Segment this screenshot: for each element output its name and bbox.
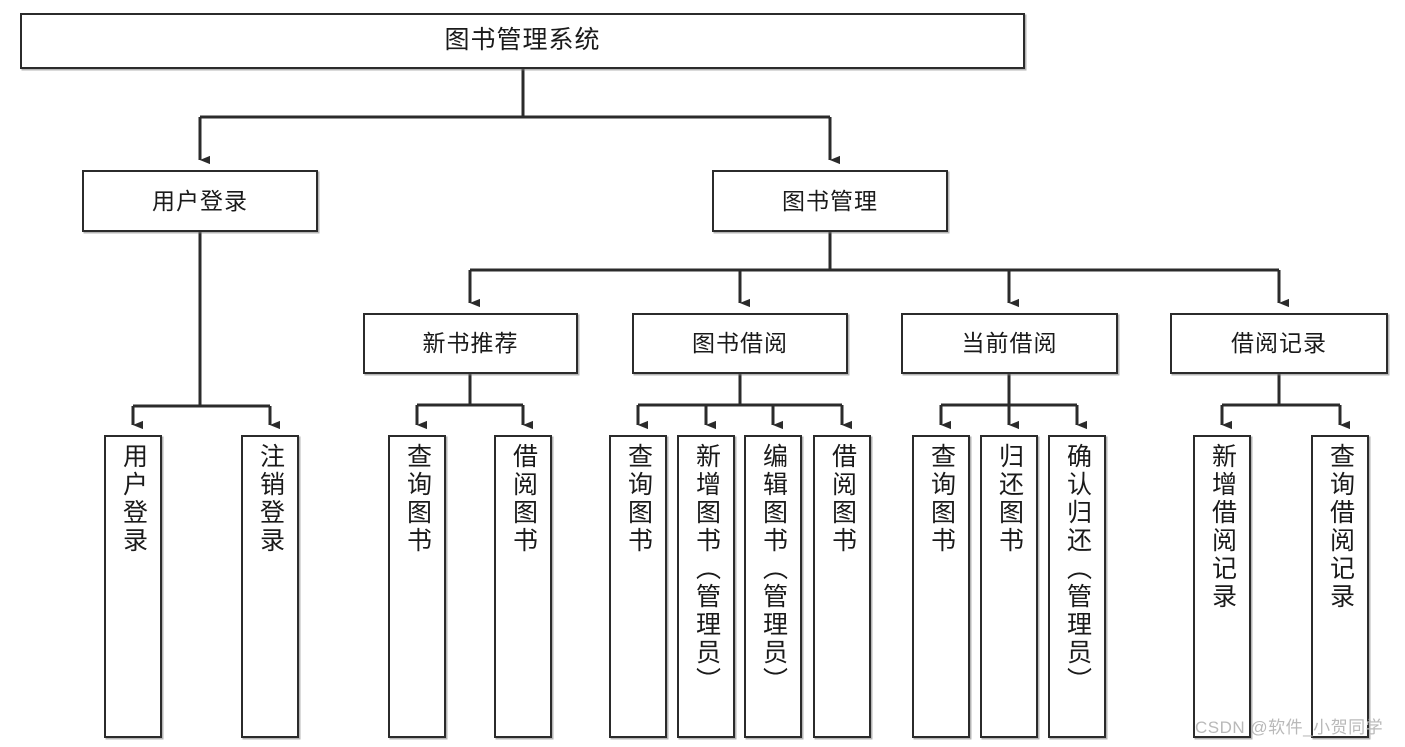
node-label: 用户登录 — [152, 187, 248, 214]
leaf-label: 借阅图书 — [828, 443, 857, 555]
node-current-borrow[interactable]: 当前借阅 — [901, 313, 1118, 374]
leaf-logout[interactable]: 注销登录 — [241, 435, 299, 738]
leaf-label: 编辑图书（管理员） — [759, 443, 788, 695]
node-label: 新书推荐 — [422, 330, 519, 357]
node-label: 当前借阅 — [961, 330, 1058, 357]
node-user-login[interactable]: 用户登录 — [82, 170, 318, 232]
leaf-label: 注销登录 — [256, 443, 285, 555]
leaf-add-borrow-record[interactable]: 新增借阅记录 — [1193, 435, 1251, 738]
leaf-label: 查询图书 — [927, 443, 956, 555]
node-label: 图书管理 — [782, 187, 878, 214]
node-root[interactable]: 图书管理系统 — [20, 13, 1025, 69]
leaf-label: 查询借阅记录 — [1326, 443, 1355, 611]
leaf-query-book-borrow[interactable]: 查询图书 — [609, 435, 667, 738]
leaf-label: 查询图书 — [403, 443, 432, 555]
node-label: 借阅记录 — [1231, 330, 1327, 357]
leaf-query-book-recommend[interactable]: 查询图书 — [388, 435, 446, 738]
leaf-confirm-return-admin[interactable]: 确认归还（管理员） — [1048, 435, 1106, 738]
leaf-label: 归还图书 — [995, 443, 1024, 555]
leaf-label: 新增借阅记录 — [1208, 443, 1237, 611]
node-book-management[interactable]: 图书管理 — [712, 170, 948, 232]
node-book-borrow[interactable]: 图书借阅 — [632, 313, 848, 374]
leaf-query-book-current[interactable]: 查询图书 — [912, 435, 970, 738]
leaf-label: 借阅图书 — [509, 443, 538, 555]
leaf-add-book-admin[interactable]: 新增图书（管理员） — [677, 435, 735, 738]
leaf-user-login[interactable]: 用户登录 — [104, 435, 162, 738]
leaf-label: 用户登录 — [119, 443, 148, 555]
node-new-book-recommend[interactable]: 新书推荐 — [363, 313, 578, 374]
leaf-label: 确认归还（管理员） — [1063, 443, 1092, 695]
watermark: CSDN @软件_小贺同学 — [1195, 718, 1384, 737]
leaf-return-book[interactable]: 归还图书 — [980, 435, 1038, 738]
leaf-borrow-book-recommend[interactable]: 借阅图书 — [494, 435, 552, 738]
leaf-edit-book-admin[interactable]: 编辑图书（管理员） — [744, 435, 802, 738]
node-borrow-record[interactable]: 借阅记录 — [1170, 313, 1388, 374]
leaf-borrow-book[interactable]: 借阅图书 — [813, 435, 871, 738]
node-root-label: 图书管理系统 — [444, 26, 601, 55]
leaf-label: 查询图书 — [624, 443, 653, 555]
leaf-label: 新增图书（管理员） — [692, 443, 721, 695]
node-label: 图书借阅 — [692, 330, 788, 357]
leaf-query-borrow-record[interactable]: 查询借阅记录 — [1311, 435, 1369, 738]
